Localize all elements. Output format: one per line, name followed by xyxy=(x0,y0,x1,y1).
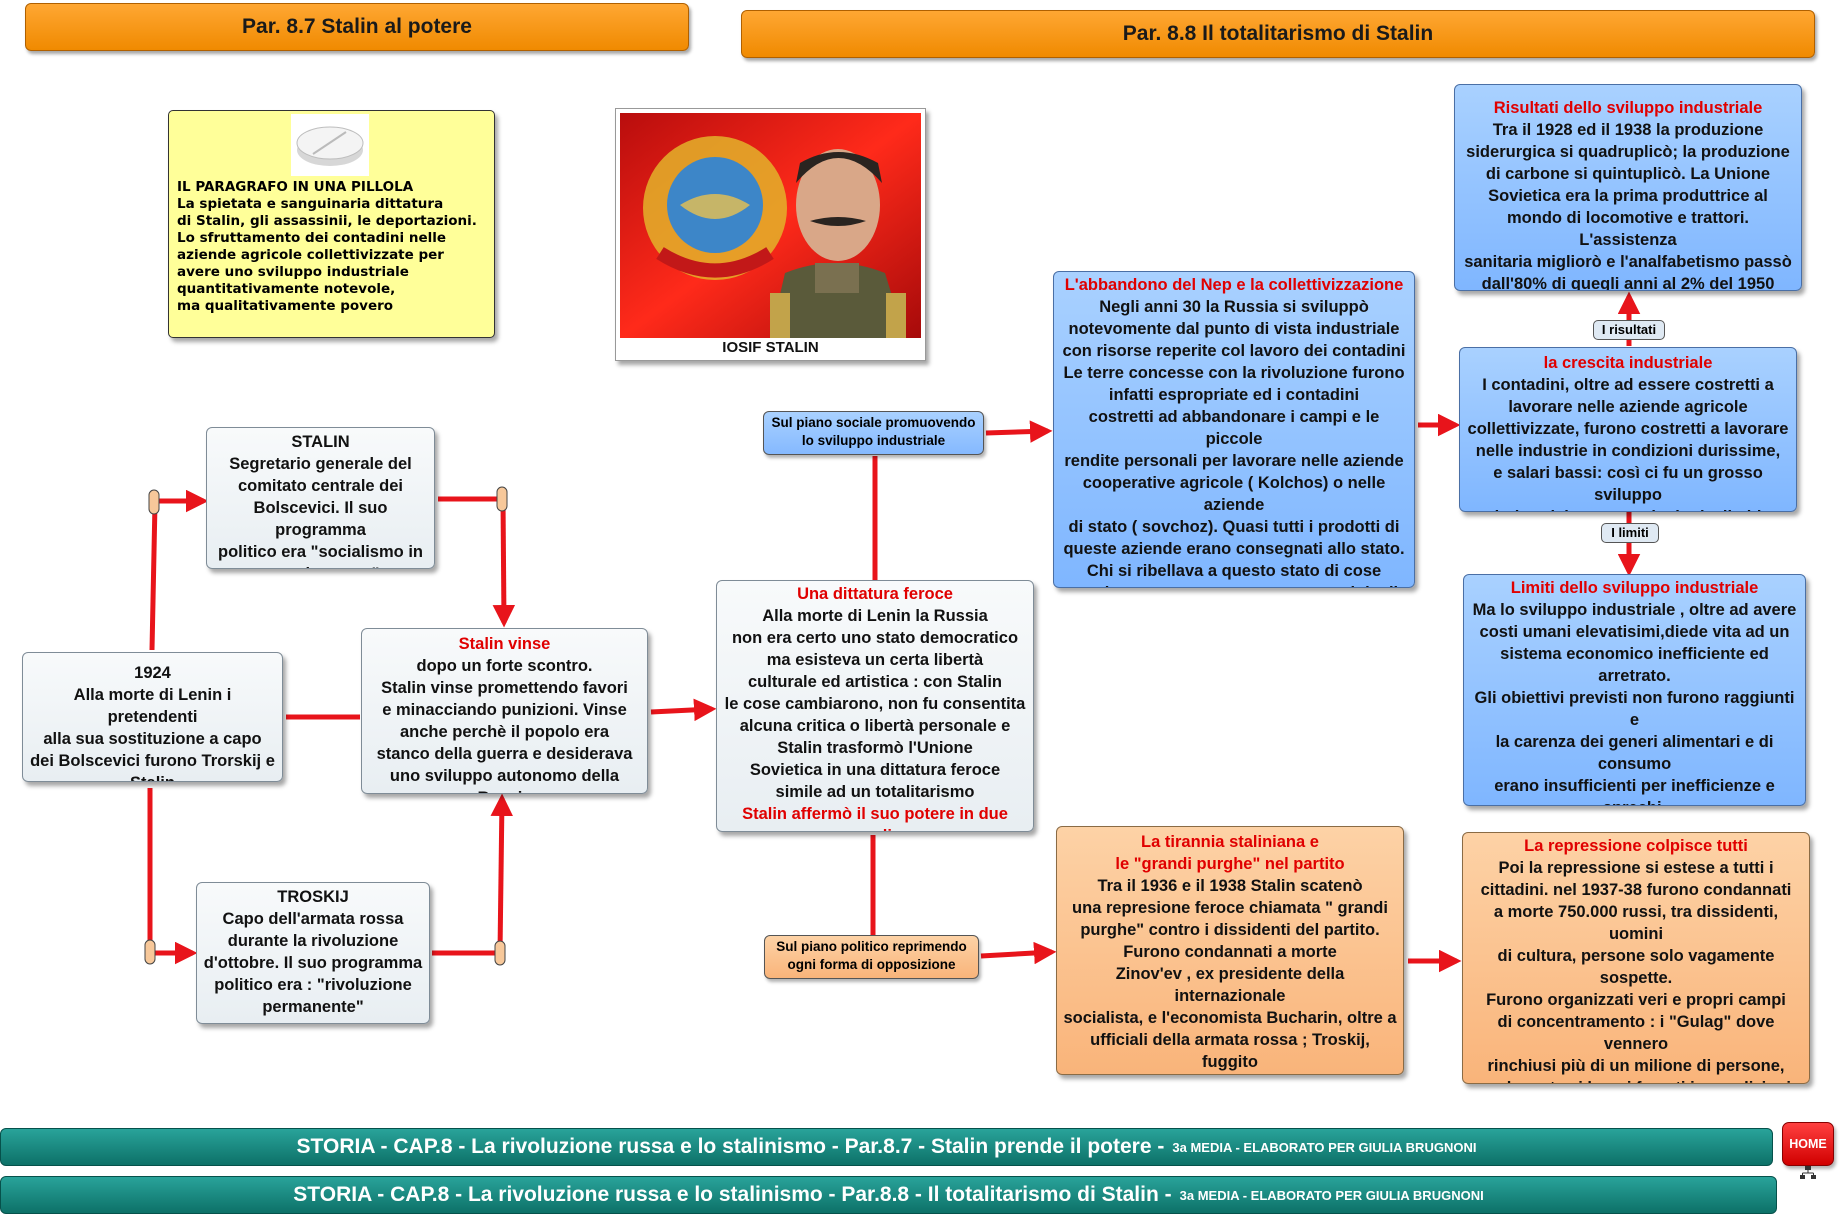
footer-link-par-8-7[interactable]: STORIA - CAP.8 - La rivoluzione russa e … xyxy=(0,1128,1773,1166)
portrait-image xyxy=(620,113,921,338)
node-dittatura-feroce: Una dittatura feroce Alla morte di Lenin… xyxy=(716,580,1034,832)
node-crescita-body: I contadini, oltre ad essere costretti a… xyxy=(1466,374,1790,512)
node-stalin-vinse: Stalin vinse dopo un forte scontro. Stal… xyxy=(361,628,648,794)
node-troskij: TROSKIJ Capo dell'armata rossa durante l… xyxy=(196,882,430,1024)
portrait-caption: IOSIF STALIN xyxy=(616,339,925,356)
node-troskij-body: Capo dell'armata rossa durante la rivolu… xyxy=(203,908,423,1018)
header-par-8-7: Par. 8.7 Stalin al potere xyxy=(25,3,689,51)
footer-link-par-8-8[interactable]: STORIA - CAP.8 - La rivoluzione russa e … xyxy=(0,1176,1777,1214)
node-stalin-title: STALIN xyxy=(213,431,428,453)
node-tirannia-title: La tirannia staliniana e le "grandi purg… xyxy=(1063,831,1397,875)
footer-row2-main: STORIA - CAP.8 - La rivoluzione russa e … xyxy=(293,1183,1171,1207)
node-crescita-title: la crescita industriale xyxy=(1466,352,1790,374)
node-repressione-body: Poi la repressione si estese a tutti i c… xyxy=(1469,857,1803,1084)
home-button-label: HOME xyxy=(1789,1137,1827,1151)
label-piano-politico: Sul piano politico reprimendo ogni forma… xyxy=(764,935,979,979)
node-stalin-vinse-body: dopo un forte scontro. Stalin vinse prom… xyxy=(368,655,641,794)
connector-knob xyxy=(149,490,159,514)
footer-row2-sub: 3a MEDIA - ELABORATO PER GIULIA BRUGNONI xyxy=(1180,1188,1484,1203)
home-button[interactable]: HOME xyxy=(1782,1122,1834,1166)
node-repressione-title: La repressione colpisce tutti xyxy=(1469,835,1803,857)
footer-row1-main: STORIA - CAP.8 - La rivoluzione russa e … xyxy=(297,1135,1165,1159)
connector-knob xyxy=(495,941,505,965)
link-label-risultati: I risultati xyxy=(1593,320,1665,340)
node-stalin-vinse-title: Stalin vinse xyxy=(368,633,641,655)
node-stalin-body: Segretario generale del comitato central… xyxy=(213,453,428,569)
node-limiti-body: Ma lo sviluppo industriale , oltre ad av… xyxy=(1470,599,1799,806)
sitemap-icon xyxy=(1800,1166,1816,1180)
header-par-8-8: Par. 8.8 Il totalitarismo di Stalin xyxy=(741,10,1815,58)
node-dittatura-footer: Stalin affermò il suo potere in due modi… xyxy=(723,803,1027,832)
node-risultati-title: Risultati dello sviluppo industriale xyxy=(1461,97,1795,119)
link-label-limiti: I limiti xyxy=(1601,523,1659,543)
node-dittatura-body: Alla morte di Lenin la Russia non era ce… xyxy=(723,605,1027,803)
node-risultati: Risultati dello sviluppo industriale Tra… xyxy=(1454,84,1802,291)
node-tirannia-staliniana: La tirannia staliniana e le "grandi purg… xyxy=(1056,826,1404,1075)
node-repressione: La repressione colpisce tutti Poi la rep… xyxy=(1462,832,1810,1084)
arrow-to-tirannia xyxy=(981,952,1052,956)
node-1924: 1924 Alla morte di Lenin i pretendenti a… xyxy=(22,652,283,782)
node-troskij-title: TROSKIJ xyxy=(203,886,423,908)
node-nep-title: L'abbandono del Nep e la collettivizzazi… xyxy=(1060,274,1408,296)
node-limiti: Limiti dello sviluppo industriale Ma lo … xyxy=(1463,574,1806,806)
node-crescita-industriale: la crescita industriale I contadini, olt… xyxy=(1459,347,1797,512)
connector-knob xyxy=(497,487,507,511)
arrow-to-vinse-bottom xyxy=(500,798,502,953)
stalin-portrait: IOSIF STALIN xyxy=(615,108,926,361)
node-1924-body: Alla morte di Lenin i pretendenti alla s… xyxy=(29,684,276,782)
node-risultati-body: Tra il 1928 ed il 1938 la produzione sid… xyxy=(1461,119,1795,291)
arrow-to-nep xyxy=(986,431,1048,433)
node-tirannia-body: Tra il 1936 e il 1938 Stalin scatenò una… xyxy=(1063,875,1397,1075)
label-piano-sociale: Sul piano sociale promuovendo lo svilupp… xyxy=(763,411,984,455)
node-nep-body: Negli anni 30 la Russia si sviluppò note… xyxy=(1060,296,1408,588)
pill-icon xyxy=(291,114,369,176)
node-1924-title: 1924 xyxy=(29,662,276,684)
pill-summary-text: IL PARAGRAFO IN UNA PILLOLA La spietata … xyxy=(177,179,507,315)
connector-1924-stalin xyxy=(152,503,155,650)
node-nep-collettivizzazione: L'abbandono del Nep e la collettivizzazi… xyxy=(1053,271,1415,588)
arrow-to-vinse-top xyxy=(503,499,504,623)
arrow-to-dittatura xyxy=(651,709,712,712)
node-dittatura-title: Una dittatura feroce xyxy=(723,583,1027,605)
pill-summary-box: IL PARAGRAFO IN UNA PILLOLA La spietata … xyxy=(168,110,495,338)
connector-knob xyxy=(145,940,155,964)
footer-row1-sub: 3a MEDIA - ELABORATO PER GIULIA BRUGNONI xyxy=(1172,1140,1476,1155)
node-limiti-title: Limiti dello sviluppo industriale xyxy=(1470,577,1799,599)
node-stalin: STALIN Segretario generale del comitato … xyxy=(206,427,435,569)
